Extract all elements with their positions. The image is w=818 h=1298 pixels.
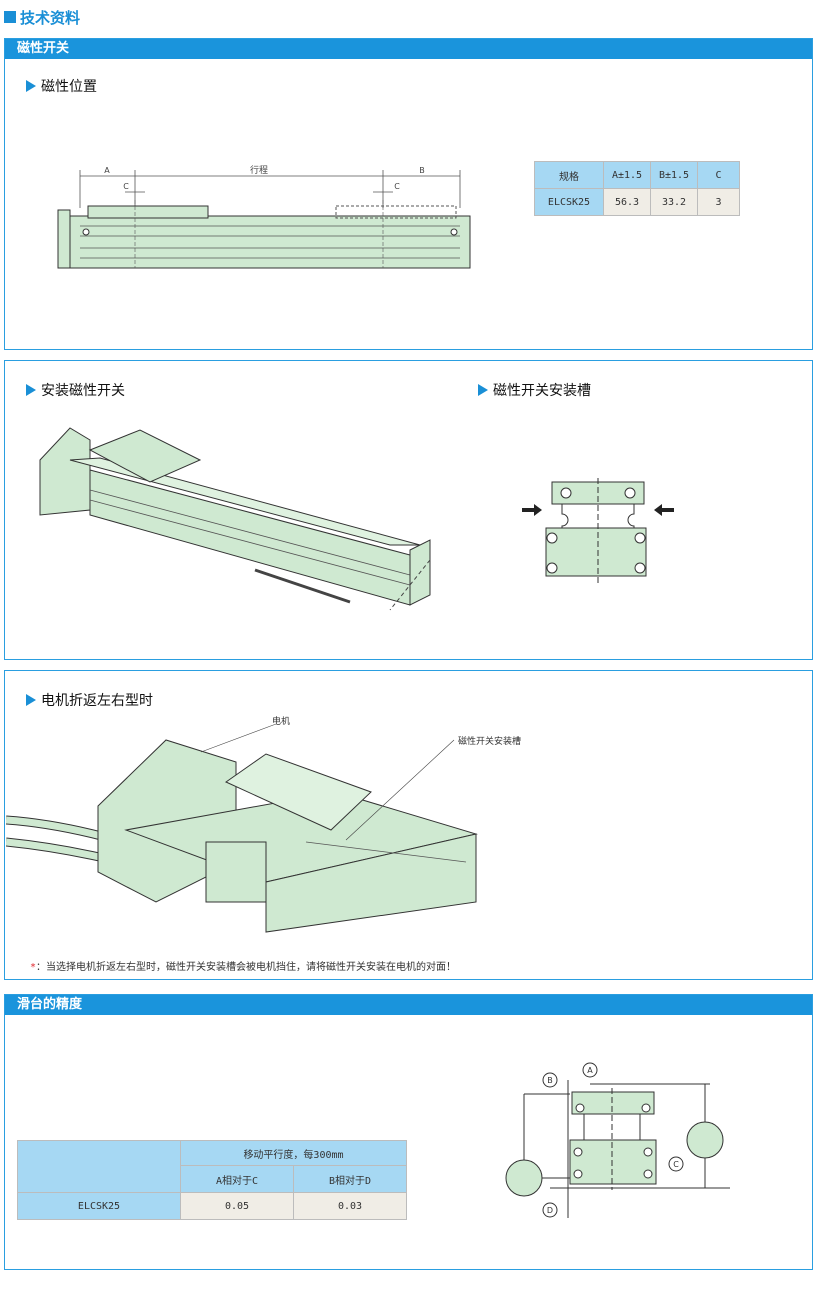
- title-square-icon: [4, 11, 16, 23]
- marker-b: B: [547, 1076, 553, 1085]
- model-cell: ELCSK25: [534, 188, 604, 216]
- marker-a: A: [587, 1066, 593, 1075]
- table-header-row: 移动平行度，每300mm: [17, 1140, 407, 1193]
- marker-c: C: [673, 1160, 679, 1169]
- header-cell: B相对于D: [292, 1165, 408, 1193]
- value-cell: 0.03: [292, 1192, 408, 1220]
- arrow-right-icon: [522, 504, 542, 516]
- magnetic-position-drawing: A 行程 B C C: [57, 164, 471, 269]
- label-motor: 电机: [272, 715, 290, 727]
- install-drawing: [39, 427, 431, 611]
- header-cell: 规格: [534, 161, 604, 189]
- triangle-bullet-icon: [478, 384, 488, 396]
- subsection-groove: 磁性开关安装槽: [478, 380, 591, 400]
- header-cell: C: [697, 161, 740, 189]
- model-cell: ELCSK25: [17, 1192, 181, 1220]
- triangle-bullet-icon: [26, 694, 36, 706]
- section-header: 磁性开关: [5, 39, 812, 59]
- accuracy-table: 移动平行度，每300mm A相对于C B相对于D ELCSK25 0.05 0.…: [17, 1140, 408, 1220]
- arrow-left-icon: [654, 504, 674, 516]
- subsection-install: 安装磁性开关: [26, 380, 125, 400]
- table-header-row: 规格 A±1.5 B±1.5 C: [534, 161, 740, 189]
- label-c-left: C: [123, 182, 129, 191]
- accuracy-section: 滑台的精度: [4, 994, 813, 1270]
- label-stroke: 行程: [250, 164, 268, 176]
- label-groove: 磁性开关安装槽: [458, 735, 521, 747]
- header-cell: 移动平行度，每300mm: [180, 1140, 407, 1166]
- subsection-motor-fold: 电机折返左右型时: [26, 690, 153, 710]
- value-cell: 0.05: [180, 1192, 294, 1220]
- motor-fold-drawing: 电机 磁性开关安装槽: [6, 715, 521, 933]
- accuracy-drawing: A B C D: [505, 1062, 730, 1218]
- label-c-right: C: [394, 182, 400, 191]
- subsection-magnetic-position: 磁性位置: [26, 76, 97, 96]
- marker-d: D: [547, 1206, 553, 1215]
- section-header: 滑台的精度: [5, 995, 812, 1015]
- magnetic-position-table: 规格 A±1.5 B±1.5 C ELCSK25 56.3 33.2 3: [534, 161, 740, 216]
- table-subheader-row: A相对于C B相对于D: [18, 1165, 408, 1193]
- table-row: ELCSK25 56.3 33.2 3: [534, 188, 740, 216]
- value-cell: 56.3: [603, 188, 651, 216]
- triangle-bullet-icon: [26, 80, 36, 92]
- header-cell: A±1.5: [603, 161, 651, 189]
- header-cell: B±1.5: [650, 161, 698, 189]
- label-b: B: [419, 166, 425, 175]
- value-cell: 3: [697, 188, 740, 216]
- header-cell: A相对于C: [180, 1165, 294, 1193]
- groove-drawing: [522, 478, 674, 584]
- header-cell-empty: [17, 1140, 181, 1193]
- label-a: A: [104, 166, 110, 175]
- page-title: 技术资料: [4, 6, 80, 28]
- motor-fold-note: *：当选择电机折返左右型时，磁性开关安装槽会被电机挡住，请将磁性开关安装在电机的…: [30, 962, 457, 973]
- value-cell: 33.2: [650, 188, 698, 216]
- triangle-bullet-icon: [26, 384, 36, 396]
- table-row: ELCSK25 0.05 0.03: [17, 1192, 408, 1220]
